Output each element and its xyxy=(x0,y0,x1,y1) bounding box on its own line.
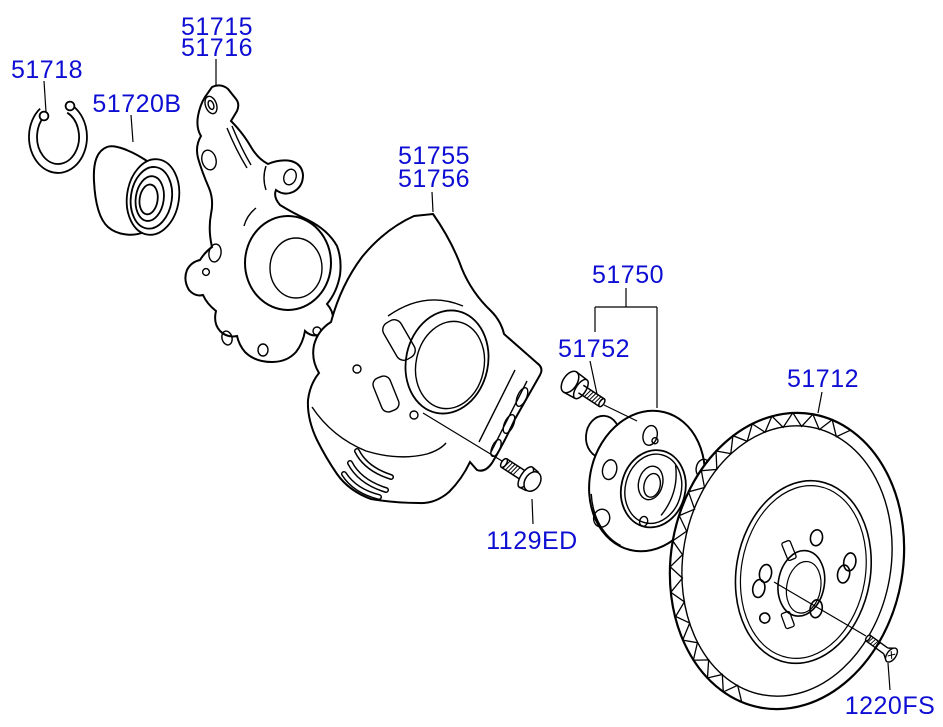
axis-rotor-screw xyxy=(773,581,867,637)
disc-vent-serration xyxy=(669,411,851,703)
axis-knuckle-bolt xyxy=(422,412,503,462)
leader-bearing xyxy=(130,114,134,143)
rotor-screw-drawing xyxy=(864,634,899,663)
callout-51756[interactable]: 51756 xyxy=(398,165,470,193)
snap-ring-eye-left xyxy=(38,110,50,122)
leader-shield xyxy=(431,191,434,213)
callout-51716[interactable]: 51716 xyxy=(181,34,253,62)
callout-51752[interactable]: 51752 xyxy=(558,335,630,363)
leader-snap-ring xyxy=(43,80,47,113)
snap-ring-eye-right xyxy=(64,100,76,112)
callout-51712[interactable]: 51712 xyxy=(787,365,859,393)
leader-knuckle-bolt xyxy=(531,498,534,525)
leader-rotor-screw xyxy=(887,662,891,691)
steering-knuckle-drawing xyxy=(184,84,342,364)
axis-lines xyxy=(422,404,867,637)
brake-dust-cover-drawing xyxy=(306,212,543,505)
callout-1129ED[interactable]: 1129ED xyxy=(486,527,578,555)
axis-hub-bolt xyxy=(603,404,638,422)
callout-51750[interactable]: 51750 xyxy=(592,261,664,289)
knuckle-hub-bore xyxy=(244,215,332,311)
callout-1220FS[interactable]: 1220FS xyxy=(845,692,936,720)
wheel-hub-drawing xyxy=(585,409,711,553)
hub-bolt-drawing xyxy=(560,370,606,408)
knuckle-bolt-drawing xyxy=(499,457,542,492)
bracket-hub-assembly xyxy=(594,288,658,408)
wheel-bearing-drawing xyxy=(92,145,181,236)
disc-center-bore xyxy=(777,549,826,617)
snap-ring-drawing xyxy=(28,100,88,174)
leader-rotor xyxy=(817,391,823,414)
callout-51718[interactable]: 51718 xyxy=(11,56,83,84)
callout-51755[interactable]: 51755 xyxy=(398,142,470,170)
dust-cover-ribs xyxy=(341,448,394,500)
leader-lines xyxy=(43,59,891,691)
dust-cover-opening xyxy=(404,309,490,415)
brake-disc-drawing xyxy=(668,411,906,711)
callout-51715[interactable]: 51715 xyxy=(181,13,253,41)
leader-hub-bolt xyxy=(589,360,598,395)
callout-51720B[interactable]: 51720B xyxy=(92,90,181,118)
